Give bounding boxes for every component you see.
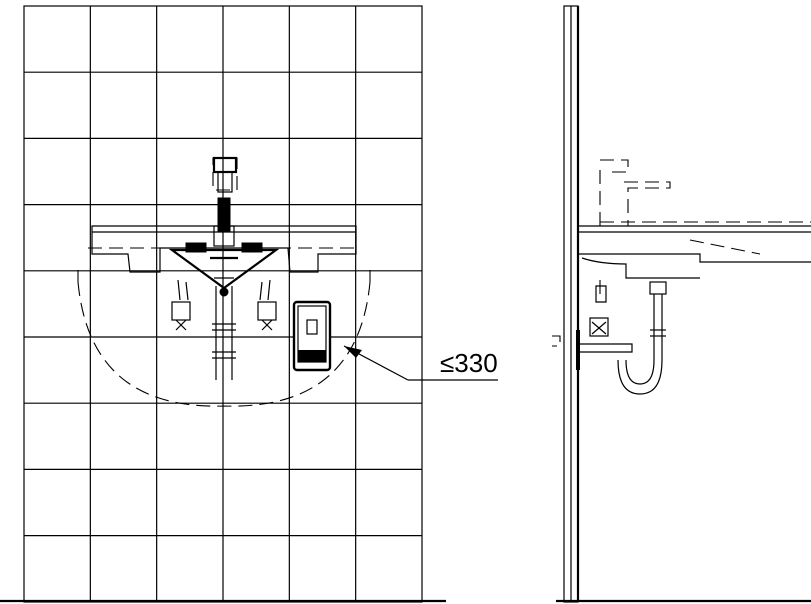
wall-section bbox=[563, 5, 580, 603]
trap-side bbox=[552, 280, 667, 395]
side-elevation-view bbox=[552, 5, 811, 603]
basin-side bbox=[578, 221, 811, 279]
faucet-front bbox=[212, 156, 238, 193]
tile-wall bbox=[23, 5, 423, 603]
control-box bbox=[292, 300, 332, 372]
tile-grid-lines bbox=[24, 6, 422, 602]
dimension-label: ≤330 bbox=[440, 348, 498, 378]
front-elevation-view: ≤330 bbox=[0, 5, 498, 603]
dimension-leader bbox=[343, 345, 498, 381]
faucet-side bbox=[599, 159, 671, 226]
mixing-valve bbox=[168, 197, 280, 297]
supply-lines-front bbox=[171, 279, 277, 380]
